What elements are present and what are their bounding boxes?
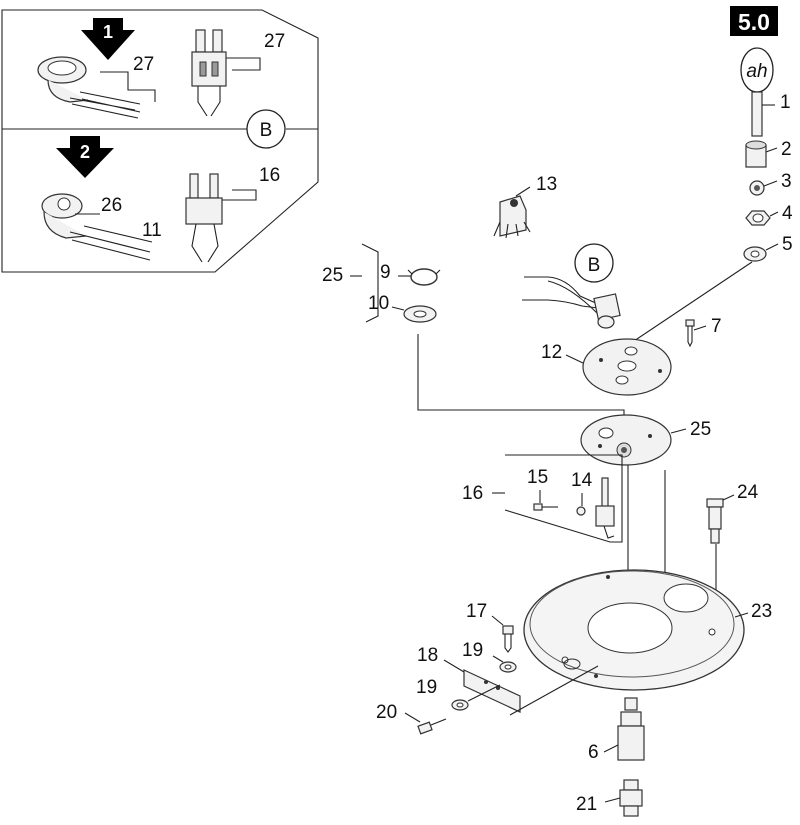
- ignition-cable-cap-variant-2: [41, 193, 153, 261]
- callout-inset-26: 26: [101, 195, 122, 216]
- callout-13: 13: [536, 174, 557, 195]
- detail-marker-b-main-label: B: [588, 255, 601, 276]
- variant-arrow-2: 2: [56, 136, 114, 178]
- callout-16: 16: [462, 483, 483, 504]
- part-9-circlip: [407, 268, 441, 286]
- group-bracket-16: [492, 454, 623, 543]
- section-badge: 5.0: [730, 6, 778, 36]
- group-bracket-25: [350, 243, 379, 323]
- part-12-mounting-plate: [582, 338, 672, 396]
- part-6-connector: [617, 697, 645, 761]
- callout-inset-11: 11: [142, 220, 162, 241]
- fuel-code-badge: ah: [740, 47, 774, 93]
- callout-4: 4: [782, 203, 793, 224]
- part-24-bolt: [706, 498, 724, 544]
- callout-25a: 25: [322, 265, 343, 286]
- callout-21: 21: [576, 794, 597, 815]
- part-1-rod: [751, 91, 763, 137]
- callout-1: 1: [780, 92, 791, 113]
- variant-arrow-1: 1: [81, 18, 135, 60]
- ignition-cable-assembly: [522, 276, 621, 329]
- callout-12: 12: [541, 342, 562, 363]
- part-19-washer-upper: [499, 661, 517, 673]
- part-14-washer: [576, 506, 586, 516]
- callout-6: 6: [588, 742, 599, 763]
- callout-25b: 25: [690, 419, 711, 440]
- section-badge-label: 5.0: [738, 9, 770, 35]
- callout-15: 15: [527, 467, 548, 488]
- variant-arrow-2-digit: 2: [80, 142, 90, 162]
- part-16-ignition-electrode: [595, 477, 615, 539]
- fuel-code-badge-label: ah: [746, 61, 767, 82]
- ignition-cable-cap-variant-1: [37, 56, 156, 119]
- callout-24: 24: [737, 482, 759, 503]
- callout-23: 23: [751, 601, 772, 622]
- part-23-burner-base: [523, 569, 745, 691]
- callout-10: 10: [368, 293, 389, 314]
- detail-marker-b-inset: B: [246, 109, 286, 149]
- part-19-washer-lower: [451, 699, 469, 711]
- detail-marker-b-inset-label: B: [260, 120, 273, 141]
- part-7-screw: [685, 319, 695, 348]
- callout-3: 3: [781, 171, 792, 192]
- callout-17: 17: [466, 601, 487, 622]
- part-18-bracket: [463, 669, 521, 713]
- callout-20: 20: [376, 702, 397, 723]
- callout-9: 9: [380, 262, 391, 283]
- callout-19b: 19: [416, 677, 437, 698]
- part-21-fitting: [619, 779, 643, 817]
- callout-7: 7: [711, 316, 722, 337]
- callout-2: 2: [781, 139, 792, 160]
- callout-inset-27a: 27: [133, 54, 154, 75]
- callout-inset-27b: 27: [264, 31, 285, 52]
- part-15-screw: [533, 503, 558, 511]
- part-3-small-nut: [749, 180, 765, 196]
- callout-19a: 19: [462, 640, 483, 661]
- part-13-clip: [493, 195, 531, 239]
- variant-arrow-1-digit: 1: [103, 22, 113, 42]
- part-2-hex-coupling: [745, 140, 767, 168]
- part-5-washer: [743, 246, 767, 262]
- part-10-gasket: [403, 305, 437, 323]
- detail-marker-b-main: B: [574, 243, 614, 283]
- callout-inset-16: 16: [259, 165, 280, 186]
- callout-5: 5: [782, 234, 793, 255]
- part-4-nut: [745, 210, 771, 226]
- part-25-burner-plate: [580, 414, 672, 466]
- callout-14: 14: [571, 470, 593, 491]
- part-17-screw: [502, 625, 514, 653]
- ignition-electrode-variant-1: [191, 29, 261, 117]
- callout-18: 18: [417, 645, 438, 666]
- inset-panel: [1, 9, 319, 273]
- ignition-electrode-variant-2: [185, 173, 257, 263]
- part-20-screw: [417, 718, 447, 735]
